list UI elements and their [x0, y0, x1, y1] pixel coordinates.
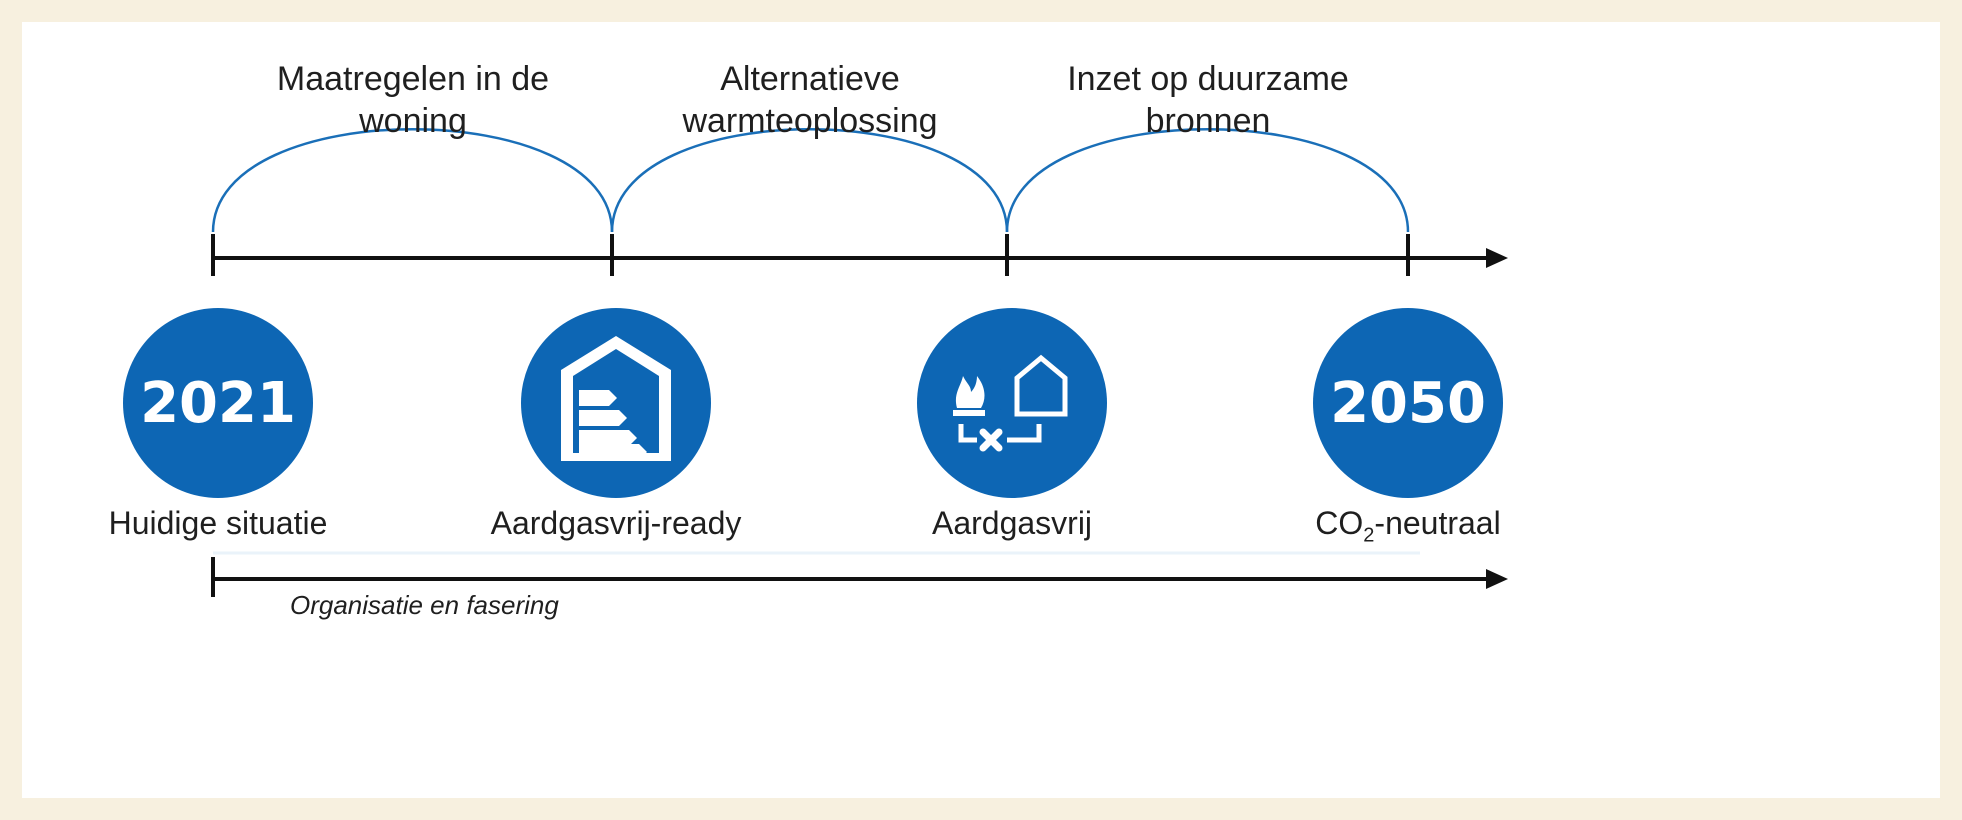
- phase-label-warmteoplossing: Alternatieve warmteoplossing: [620, 58, 1000, 142]
- caption-co2-post: -neutraal: [1374, 505, 1501, 541]
- phase-label-bronnen: Inzet op duurzame bronnen: [1018, 58, 1398, 142]
- organisatie-fasering-note: Organisatie en fasering: [290, 590, 559, 620]
- phase-label-line: woning: [359, 102, 467, 140]
- caption-co2-pre: CO: [1315, 505, 1364, 541]
- year-2021: 2021: [140, 370, 296, 436]
- gas-flame-disconnected-house-icon: [953, 354, 1068, 452]
- caption-huidige-situatie: Huidige situatie: [108, 505, 328, 541]
- bottom-timeline-arrowhead: [1486, 569, 1508, 589]
- phase-label-line: warmteoplossing: [682, 102, 938, 140]
- phase-label-line: Maatregelen in de: [276, 60, 550, 98]
- phase-label-line: Inzet op duurzame: [1067, 60, 1349, 98]
- phase-arc-2: [610, 128, 1009, 233]
- milestone-2050: 2050: [1313, 308, 1503, 498]
- year-2050: 2050: [1330, 370, 1486, 436]
- caption-aardgasvrij: Aardgasvrij: [931, 505, 1093, 541]
- caption-aardgasvrij-ready: Aardgasvrij-ready: [490, 505, 742, 541]
- caption-co2-neutraal: CO2-neutraal: [1228, 505, 1588, 547]
- milestone-aardgasvrij: [917, 308, 1107, 498]
- milestone-2021: 2021: [123, 308, 313, 498]
- phase-arc-3: [1005, 128, 1410, 233]
- milestone-aardgasvrij-ready: [521, 308, 711, 498]
- phase-arc-1: [211, 128, 614, 233]
- energy-label-house-icon: [561, 336, 671, 461]
- phase-label-woning: Maatregelen in de woning: [223, 58, 603, 142]
- phase-label-line: Alternatieve: [720, 60, 900, 98]
- caption-co2-sub: 2: [1363, 524, 1375, 547]
- phase-label-line: bronnen: [1145, 102, 1271, 140]
- main-timeline-arrowhead: [1486, 248, 1508, 268]
